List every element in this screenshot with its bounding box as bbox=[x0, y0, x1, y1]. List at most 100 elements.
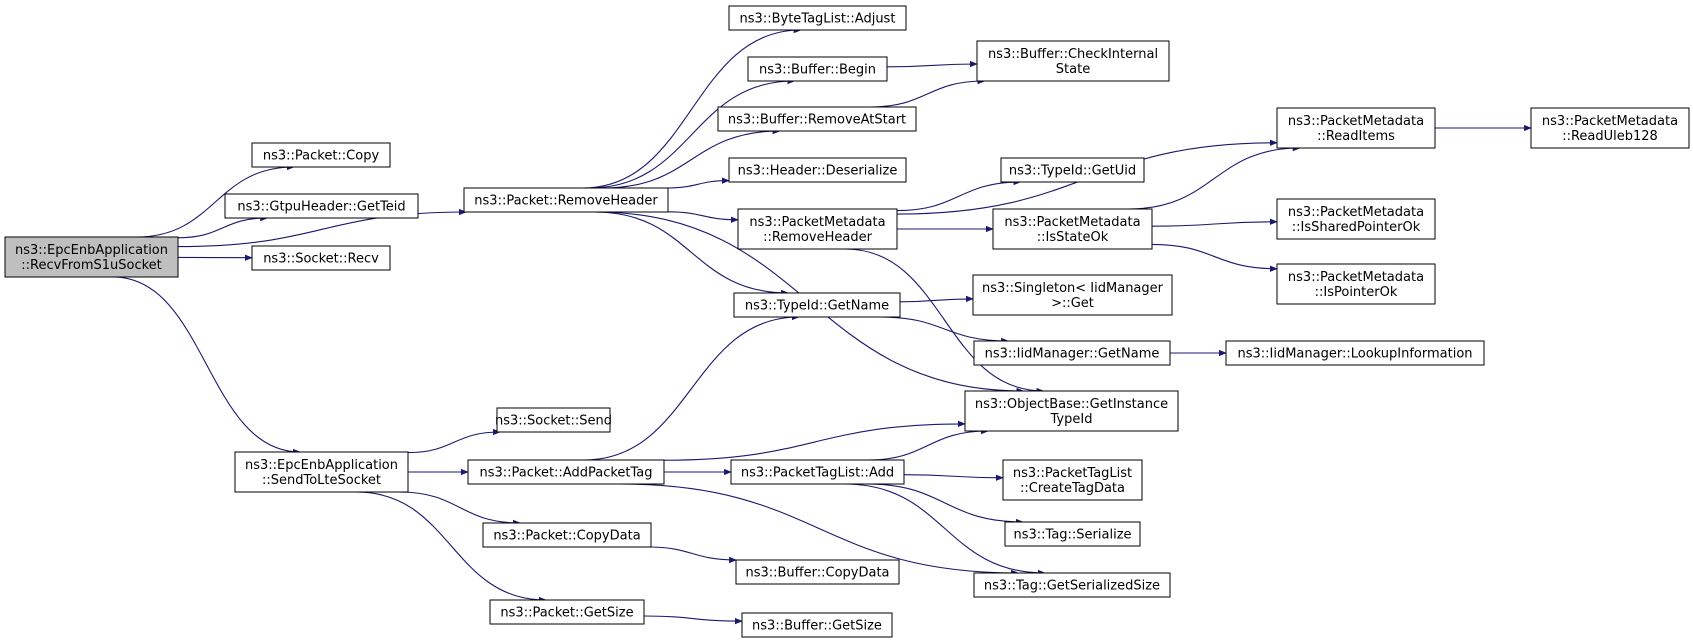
node-box bbox=[251, 142, 391, 168]
node-pm-readuleb128[interactable]: ns3::PacketMetadata::ReadUleb128 bbox=[1530, 107, 1690, 149]
edge-typeid_getname-to-singleton_get bbox=[899, 295, 974, 303]
node-gtpu-getteid[interactable]: ns3::GtpuHeader::GetTeid bbox=[224, 193, 419, 219]
node-buf-copydata[interactable]: ns3::Buffer::CopyData bbox=[735, 559, 900, 585]
node-typeid-getname[interactable]: ns3::TypeId::GetName bbox=[733, 292, 901, 318]
node-hdr-deserialize[interactable]: ns3::Header::Deserialize bbox=[728, 157, 907, 183]
edge-typeid_getname-to-iid_getname bbox=[880, 316, 1010, 345]
edge-buf_removeatstart-to-buf_checkinternal bbox=[869, 77, 986, 108]
node-buf-begin[interactable]: ns3::Buffer::Begin bbox=[747, 56, 888, 82]
edge-pkt_getsize-to-buf_getsize bbox=[643, 615, 743, 625]
edge-arrow bbox=[667, 211, 739, 223]
node-pkt-copydata[interactable]: ns3::Packet::CopyData bbox=[482, 522, 652, 548]
node-pm-removeheader[interactable]: ns3::PacketMetadata::RemoveHeader bbox=[737, 208, 898, 250]
node-label-line: ns3::PacketMetadata bbox=[1288, 270, 1424, 285]
node-box bbox=[251, 245, 391, 271]
node-singleton-get[interactable]: ns3::Singleton< IidManager>::Get bbox=[972, 274, 1173, 316]
node-root[interactable]: ns3::EpcEnbApplication::RecvFromS1uSocke… bbox=[4, 236, 179, 278]
node-box bbox=[728, 5, 907, 31]
edge-pkt_removeheader-to-btl_adjust bbox=[582, 26, 802, 189]
edge-arrow bbox=[896, 178, 1022, 212]
edge-arrow bbox=[880, 316, 1010, 345]
node-label-line: ns3::Tag::GetSerializedSize bbox=[984, 579, 1160, 594]
node-socket-recv[interactable]: ns3::Socket::Recv bbox=[251, 245, 391, 271]
edge-arrow bbox=[603, 127, 781, 189]
node-box bbox=[1002, 459, 1143, 501]
edge-root-to-gtpu_getteid bbox=[177, 214, 269, 239]
node-label-line: ns3::PacketMetadata bbox=[1004, 215, 1140, 230]
node-box bbox=[4, 236, 179, 278]
node-label-line: ns3::Buffer::CopyData bbox=[745, 566, 889, 581]
node-ptl-createtagdata[interactable]: ns3::PacketTagList::CreateTagData bbox=[1002, 459, 1143, 501]
node-sendtolte[interactable]: ns3::EpcEnbApplication::SendToLteSocket bbox=[234, 451, 409, 493]
node-box bbox=[973, 340, 1171, 366]
node-label-line: ns3::PacketTagList bbox=[1013, 466, 1132, 481]
node-pkt-getsize[interactable]: ns3::Packet::GetSize bbox=[489, 599, 645, 625]
node-label-line: ns3::Packet::Copy bbox=[263, 149, 380, 164]
edge-arrow bbox=[588, 77, 796, 189]
node-label-line: ns3::Buffer::CheckInternal bbox=[988, 47, 1158, 62]
node-pkt-addpackettag[interactable]: ns3::Packet::AddPacketTag bbox=[467, 459, 665, 485]
node-label-line: ns3::PacketTagList::Add bbox=[741, 466, 894, 481]
edge-arrow bbox=[866, 483, 1024, 526]
edge-pm_isstateok-to-pm_ispointerok bbox=[1151, 243, 1278, 272]
node-box bbox=[730, 459, 905, 485]
node-label-line: ns3::Packet::RemoveHeader bbox=[474, 194, 658, 209]
node-label-line: ns3::Socket::Send bbox=[495, 414, 612, 429]
node-box bbox=[489, 599, 645, 625]
node-label-line: ns3::PacketMetadata bbox=[1288, 114, 1424, 129]
node-label-line: State bbox=[1056, 62, 1090, 77]
edge-arrow bbox=[886, 60, 978, 68]
edge-arrow bbox=[663, 420, 966, 461]
node-box bbox=[467, 459, 665, 485]
node-buf-getsize[interactable]: ns3::Buffer::GetSize bbox=[741, 612, 893, 638]
node-label-line: ns3::Packet::CopyData bbox=[493, 529, 640, 544]
node-box bbox=[1530, 107, 1690, 149]
node-box bbox=[717, 106, 917, 132]
node-label-line: ::CreateTagData bbox=[1020, 481, 1125, 496]
edge-arrow bbox=[845, 248, 1045, 395]
node-btl-adjust[interactable]: ns3::ByteTagList::Adjust bbox=[728, 5, 907, 31]
edge-pm_removeheader-to-ob_getinstancetypeid bbox=[845, 248, 1045, 395]
node-pm-ispointerok[interactable]: ns3::PacketMetadata::IsPointerOk bbox=[1276, 263, 1436, 305]
node-socket-send[interactable]: ns3::Socket::Send bbox=[495, 407, 612, 433]
node-pm-issharedpointerok[interactable]: ns3::PacketMetadata::IsSharedPointerOk bbox=[1276, 198, 1436, 240]
node-label-line: ns3::Buffer::GetSize bbox=[752, 619, 882, 634]
node-label-line: TypeId bbox=[1050, 412, 1093, 427]
node-label-line: ::RemoveHeader bbox=[763, 230, 873, 245]
node-pm-readitems[interactable]: ns3::PacketMetadata::ReadItems bbox=[1276, 107, 1436, 149]
node-box bbox=[1276, 263, 1436, 305]
node-tag-serialize[interactable]: ns3::Tag::Serialize bbox=[1004, 521, 1141, 547]
edge-arrow bbox=[867, 427, 989, 461]
edge-arrow bbox=[112, 276, 301, 456]
node-buf-removeatstart[interactable]: ns3::Buffer::RemoveAtStart bbox=[717, 106, 917, 132]
node-box bbox=[224, 193, 419, 219]
node-pkt-removeheader[interactable]: ns3::Packet::RemoveHeader bbox=[463, 187, 669, 213]
node-label-line: ::ReadUleb128 bbox=[1562, 129, 1658, 144]
node-label-line: ::IsSharedPointerOk bbox=[1292, 220, 1421, 235]
node-label-line: ns3::Singleton< IidManager bbox=[982, 281, 1164, 296]
node-iid-lookupinformation[interactable]: ns3::IidManager::LookupInformation bbox=[1225, 340, 1485, 366]
node-label-line: ns3::Buffer::RemoveAtStart bbox=[728, 113, 906, 128]
edge-arrow bbox=[666, 177, 730, 189]
node-typeid-getuid[interactable]: ns3::TypeId::GetUid bbox=[1000, 157, 1145, 183]
node-label-line: ::RecvFromS1uSocket bbox=[21, 258, 162, 273]
edge-ptl_add-to-ob_getinstancetypeid bbox=[867, 427, 989, 461]
node-pkt-copy[interactable]: ns3::Packet::Copy bbox=[251, 142, 391, 168]
edge-arrow bbox=[869, 77, 986, 108]
edge-sendtolte-to-socket_send bbox=[407, 428, 501, 454]
node-label-line: ns3::IidManager::GetName bbox=[985, 347, 1160, 362]
node-tag-getserializedsize[interactable]: ns3::Tag::GetSerializedSize bbox=[973, 572, 1171, 598]
node-pm-isstateok[interactable]: ns3::PacketMetadata::IsStateOk bbox=[992, 208, 1153, 250]
node-label-line: ns3::EpcEnbApplication bbox=[15, 243, 168, 258]
edge-pkt_removeheader-to-buf_removeatstart bbox=[603, 127, 781, 189]
edge-arrow bbox=[136, 163, 295, 238]
node-box bbox=[496, 407, 611, 433]
node-iid-getname[interactable]: ns3::IidManager::GetName bbox=[973, 340, 1171, 366]
node-ptl-add[interactable]: ns3::PacketTagList::Add bbox=[730, 459, 905, 485]
node-box bbox=[741, 612, 893, 638]
edge-pm_isstateok-to-pm_issharedpointerok bbox=[1151, 218, 1278, 227]
edge-layer bbox=[112, 26, 1532, 625]
